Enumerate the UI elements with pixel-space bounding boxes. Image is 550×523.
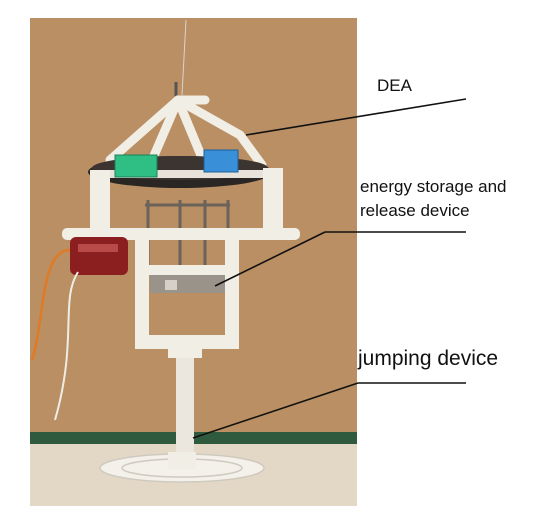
dea-leader-line xyxy=(245,98,467,136)
motor xyxy=(70,237,128,275)
blue-block xyxy=(203,149,239,173)
esr-leader-line xyxy=(214,231,326,287)
jumping-device-label: jumping device xyxy=(358,347,499,370)
antenna-wire xyxy=(181,19,187,96)
release-hardware xyxy=(150,275,225,293)
energy-storage-label: energy storage and release device xyxy=(360,175,507,223)
servo-wire-orange xyxy=(30,248,71,361)
left-post xyxy=(90,170,110,235)
right-post xyxy=(263,168,283,228)
dea-label: DEA xyxy=(377,76,412,95)
pyramid-frame xyxy=(105,95,267,170)
green-block xyxy=(114,154,158,178)
energy-storage-line-1: energy storage and xyxy=(360,177,507,196)
jump-leader-line xyxy=(192,382,359,439)
jumping-column xyxy=(176,345,194,460)
energy-storage-line-2: release device xyxy=(360,201,470,220)
servo-wire-white xyxy=(54,271,79,421)
